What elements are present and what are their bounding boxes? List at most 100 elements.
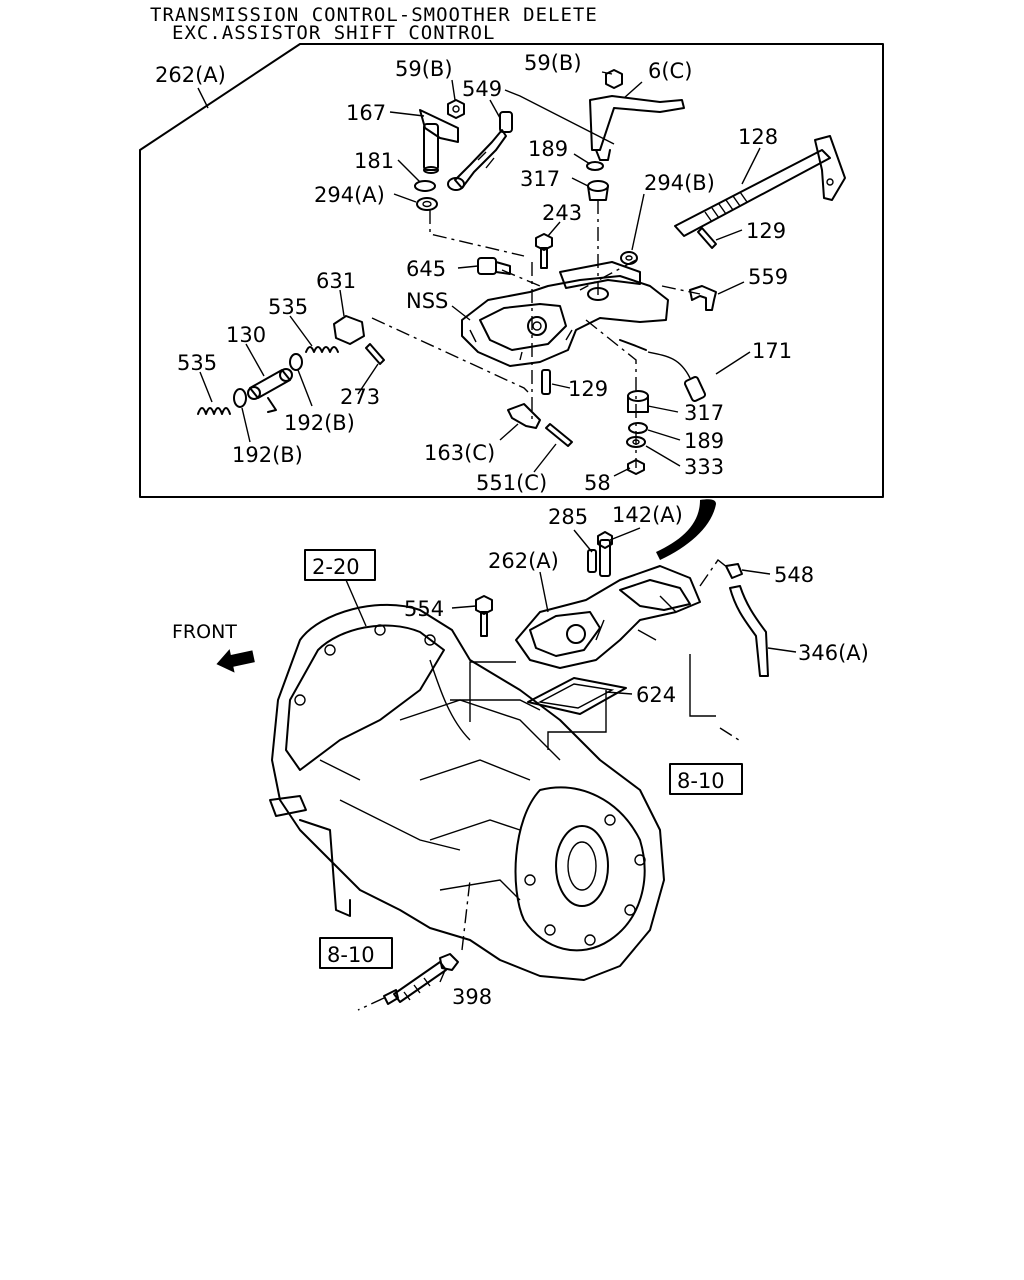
part-6c-lever <box>589 95 685 161</box>
part-130-piston <box>247 368 293 413</box>
part-189-oring-top <box>586 161 604 171</box>
part-243-bolt <box>535 233 553 269</box>
label-181: 181 <box>354 149 394 173</box>
part-167-arm <box>419 109 459 174</box>
leader-59b-left <box>451 79 456 101</box>
leader-398 <box>439 967 447 983</box>
leader-535-lower <box>199 371 213 403</box>
part-554-bolt <box>475 595 493 637</box>
leader-6c <box>623 81 643 99</box>
leader-129-mid <box>551 383 571 389</box>
leader-130 <box>245 343 265 377</box>
leader-2-20 <box>345 579 367 627</box>
leader-285 <box>573 529 593 553</box>
label-317-bottom: 317 <box>684 401 724 425</box>
part-631-seat <box>333 315 365 345</box>
centerline-294a <box>429 210 525 257</box>
label-273: 273 <box>340 385 380 409</box>
part-189-oring-bottom <box>628 422 648 434</box>
part-nss-housing <box>461 261 669 367</box>
leader-549-right <box>504 89 615 145</box>
exploded-view-frame <box>139 43 884 498</box>
leader-189-top <box>573 153 591 165</box>
leader-192b-left <box>241 407 251 443</box>
centerline-631 <box>371 317 529 393</box>
label-58: 58 <box>584 471 611 495</box>
label-317-top: 317 <box>520 167 560 191</box>
centerline-559 <box>661 285 701 295</box>
pointer-arrow <box>656 499 716 560</box>
leader-243 <box>547 221 561 237</box>
leader-551c <box>533 443 557 473</box>
label-189-bottom: 189 <box>684 429 724 453</box>
leader-nss <box>451 305 471 321</box>
leader-317-bottom <box>647 405 679 413</box>
leader-548 <box>741 569 771 575</box>
leader-294b <box>631 193 645 251</box>
label-346a: 346(A) <box>798 641 869 665</box>
centerline-294b <box>579 259 637 291</box>
leader-317-top <box>571 177 589 187</box>
ref-8-10-bottom[interactable]: 8-10 <box>327 943 375 967</box>
label-262a-mid: 262(A) <box>488 549 559 573</box>
label-59b-right: 59(B) <box>524 51 582 75</box>
ref-2-20[interactable]: 2-20 <box>312 555 360 579</box>
label-163c: 163(C) <box>424 441 495 465</box>
label-294a: 294(A) <box>314 183 385 207</box>
label-624: 624 <box>636 683 676 707</box>
leader-189-bottom <box>647 429 681 441</box>
label-285: 285 <box>548 505 588 529</box>
ref-8-10-right[interactable]: 8-10 <box>677 769 725 793</box>
leader-346a <box>767 647 797 653</box>
ref-box-8-10-right <box>669 763 743 795</box>
leader-128 <box>741 147 761 185</box>
part-171-harness <box>619 339 707 402</box>
label-128: 128 <box>738 125 778 149</box>
label-189-top: 189 <box>528 137 568 161</box>
leader-171 <box>715 351 751 375</box>
label-front: FRONT <box>172 621 237 643</box>
label-nss: NSS <box>406 289 448 313</box>
guide-554 <box>469 661 516 722</box>
part-535-spring-lower <box>197 407 231 415</box>
label-192b-right: 192(B) <box>284 411 355 435</box>
ref-box-8-10-bottom <box>319 937 393 969</box>
label-631: 631 <box>316 269 356 293</box>
part-346a-hose <box>729 585 769 677</box>
leader-262a-mid <box>539 571 549 613</box>
transmission-case <box>269 603 665 981</box>
leader-59b-right <box>601 71 613 75</box>
label-554: 554 <box>404 597 444 621</box>
part-129-pin-right <box>697 227 717 249</box>
part-59b-nut-right <box>605 69 623 89</box>
label-535-lower: 535 <box>177 351 217 375</box>
ref-box-2-20 <box>304 549 376 581</box>
label-551c: 551(C) <box>476 471 547 495</box>
diagram-title: TRANSMISSION CONTROL-SMOOTHER DELETE <box>150 4 598 26</box>
part-192b-washer-left <box>233 388 247 408</box>
part-129-pin-mid <box>541 369 551 395</box>
leader-273 <box>357 363 379 395</box>
leader-167 <box>389 111 425 117</box>
label-6c: 6(C) <box>648 59 692 83</box>
part-294b-bushing <box>620 251 638 265</box>
part-535-spring-upper <box>305 346 339 353</box>
leader-163c <box>499 423 519 441</box>
leader-58 <box>613 467 631 477</box>
centerline-8-10-right <box>719 727 743 743</box>
label-559: 559 <box>748 265 788 289</box>
label-129-right: 129 <box>746 219 786 243</box>
part-624-gasket <box>527 677 627 715</box>
leader-333 <box>645 445 681 467</box>
leader-129-right <box>715 229 743 241</box>
label-333: 333 <box>684 455 724 479</box>
label-130: 130 <box>226 323 266 347</box>
label-549: 549 <box>462 77 502 101</box>
part-273-pin <box>365 343 385 365</box>
centerline-317-bottom <box>585 319 637 468</box>
leader-181 <box>397 159 421 183</box>
part-548-clamp <box>725 563 743 579</box>
leader-645 <box>457 265 479 269</box>
part-559-fitting <box>689 285 717 311</box>
part-128-shift-rod <box>674 135 846 237</box>
